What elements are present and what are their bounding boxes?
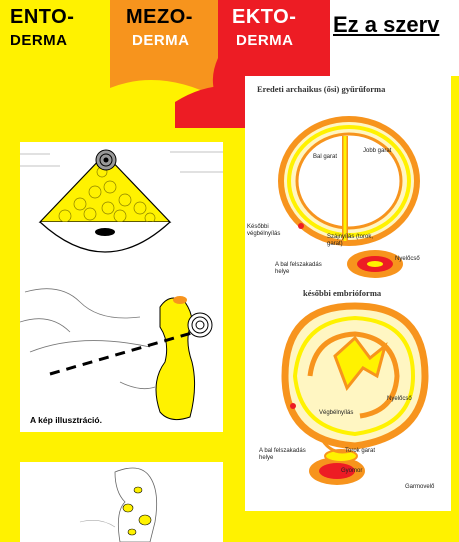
label-bal-garat: Bal garat (313, 154, 343, 161)
left-bottom-panel (20, 462, 223, 542)
label-vegbel: Végbélnyílás (319, 410, 369, 417)
top-heading: Eredeti archaikus (ősi) gyűrűforma (257, 84, 385, 94)
mezo-line2: DERMA (132, 32, 190, 49)
label-torok: Torok garat (345, 448, 375, 455)
ekto-line1: EKTO- (232, 6, 296, 29)
bottom-organ-illustration (20, 462, 223, 542)
ekto-derma-tab: EKTO- DERMA (218, 0, 330, 58)
label-jobb-garat: Jobb garat (363, 148, 393, 155)
left-caption: A kép illusztráció. (30, 415, 102, 425)
organ-illustration (20, 142, 223, 432)
page-title: Ez a szerv (333, 12, 439, 38)
ento-line2: DERMA (10, 32, 68, 49)
label-garmovelo: Garmovelő (405, 484, 445, 491)
ento-line1: ENTO- (10, 6, 74, 29)
label-gyomor: Gyomor (341, 468, 371, 475)
label-nyelocso-bottom: Nyelőcső (387, 396, 427, 403)
bottom-heading: későbbi embrióforma (303, 288, 381, 298)
label-kesobbi-vegbel: Későbbi végbélnyílás (247, 224, 295, 238)
ento-derma-tab: ENTO- DERMA (0, 0, 110, 58)
mezo-line1: MEZO- (126, 6, 193, 29)
left-illustration-panel: A kép illusztráció. (20, 142, 223, 432)
label-nyelocso-top: Nyelőcső (395, 256, 435, 263)
label-bal-felsz-top: A bal felszakadás helye (275, 262, 323, 276)
right-diagram-panel: Eredeti archaikus (ősi) gyűrűforma (245, 76, 451, 511)
label-bal-felsz-bottom: A bal felszakadás helye (259, 448, 309, 462)
ekto-line2: DERMA (236, 32, 294, 49)
label-szajnyilas: Szájnyílás (torok, garat) (327, 234, 377, 248)
mezo-derma-tab: MEZO- DERMA (110, 0, 218, 58)
